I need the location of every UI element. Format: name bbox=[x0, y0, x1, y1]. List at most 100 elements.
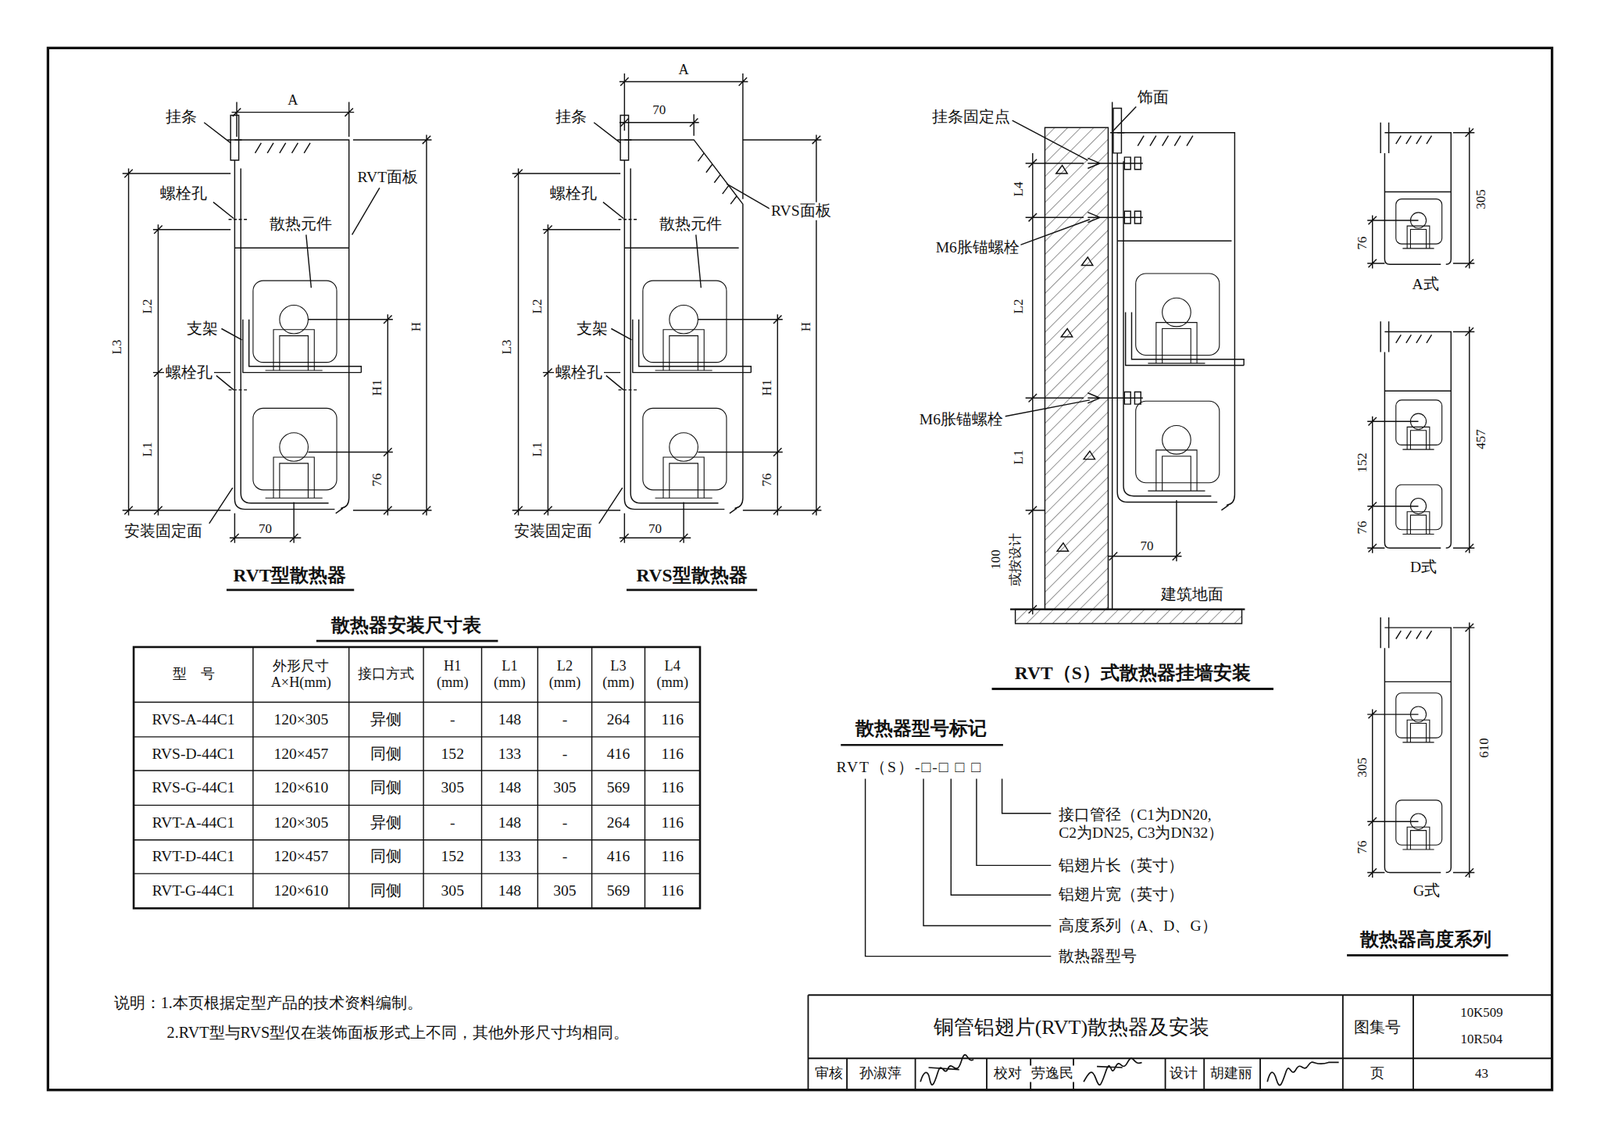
label-text: 152 bbox=[1354, 450, 1371, 474]
sheet-frame bbox=[47, 47, 1552, 1090]
label-text: 152 bbox=[439, 744, 466, 763]
label-text: 120×610 bbox=[271, 778, 330, 797]
finish-layer bbox=[1111, 102, 1113, 610]
label-text: 116 bbox=[659, 778, 686, 797]
label-text: 螺栓孔 bbox=[158, 185, 209, 204]
label-text: 螺栓孔 bbox=[553, 363, 604, 382]
label-text: 散热元件 bbox=[657, 215, 724, 234]
label-text: M6胀锚螺栓 bbox=[934, 239, 1022, 258]
label-text: 100 bbox=[988, 547, 1004, 571]
caption-text: RVT型散热器 bbox=[232, 564, 349, 586]
drawing bbox=[47, 47, 1552, 1090]
label-text: 支架 bbox=[575, 319, 610, 338]
notation-leader bbox=[865, 778, 1052, 956]
label-text: 116 bbox=[659, 847, 686, 866]
label-text: H bbox=[408, 320, 425, 333]
label-text: 116 bbox=[659, 813, 686, 832]
dim-line bbox=[1367, 215, 1418, 269]
label-text: 铝翅片宽（英寸） bbox=[1057, 885, 1186, 904]
fin-element bbox=[1396, 484, 1443, 534]
label-text: 建筑地面 bbox=[1159, 585, 1225, 604]
caption-text: 散热器高度系列 bbox=[1358, 928, 1493, 950]
label-text: 型 号 bbox=[171, 666, 217, 683]
rvt-panel bbox=[1117, 132, 1235, 511]
label-text: 569 bbox=[605, 882, 632, 900]
label-text: RVS-G-44C1 bbox=[150, 778, 236, 797]
dim-line bbox=[1107, 500, 1182, 561]
label-text: H1 (mm) bbox=[430, 657, 475, 691]
caption-underline bbox=[1346, 953, 1508, 957]
label-text: 152 bbox=[439, 847, 466, 866]
concrete-symbol bbox=[1056, 165, 1096, 552]
label-text: 同侧 bbox=[368, 847, 404, 866]
label-text: D式 bbox=[1408, 558, 1439, 577]
rvt-radiator bbox=[122, 115, 433, 543]
label-text: 2.RVT型与RVS型仅在装饰面板形式上不同，其他外形尺寸均相同。 bbox=[165, 1023, 632, 1042]
label-text: 416 bbox=[605, 744, 632, 763]
label-text: 70 bbox=[650, 102, 668, 118]
label-text: 接口管径（C1为DN20, C2为DN25, C3为DN32） bbox=[1057, 807, 1254, 843]
label-text: - bbox=[448, 813, 458, 832]
caption-underline bbox=[992, 687, 1274, 690]
label-text: 264 bbox=[605, 813, 632, 832]
fin-element bbox=[1396, 692, 1443, 743]
label-text: 同侧 bbox=[368, 744, 404, 763]
label-text: A bbox=[676, 62, 690, 79]
leader-line bbox=[1005, 106, 1137, 417]
dim-line bbox=[1367, 709, 1418, 878]
label-text: 挂条 bbox=[553, 108, 589, 127]
label-text: 外形尺寸 A×H(mm) bbox=[264, 657, 339, 691]
leader-line bbox=[352, 187, 380, 235]
radiator-body bbox=[1110, 107, 1244, 502]
label-text: 70 bbox=[646, 521, 664, 537]
label-text: 76 bbox=[759, 471, 775, 488]
label-text: 148 bbox=[496, 813, 523, 832]
label-text: L3 (mm) bbox=[596, 657, 640, 691]
label-text: 76 bbox=[1354, 839, 1371, 856]
label-text: 133 bbox=[496, 744, 523, 763]
label-text: L2 bbox=[140, 296, 157, 315]
label-text: 支架 bbox=[185, 319, 220, 338]
caption-text: RVT（S）式散热器挂墙安装 bbox=[1013, 663, 1253, 685]
label-text: - bbox=[560, 710, 570, 729]
label-text: 116 bbox=[659, 744, 686, 763]
radiator-outline bbox=[1380, 617, 1451, 872]
label-text: RVT-D-44C1 bbox=[150, 847, 236, 866]
label-text: 610 bbox=[1477, 736, 1493, 760]
label-text: - bbox=[560, 744, 570, 763]
caption-underline bbox=[626, 588, 758, 591]
label-text: M6胀锚螺栓 bbox=[917, 410, 1005, 429]
label-text: 305 bbox=[1474, 187, 1490, 211]
label-text: L2 bbox=[530, 296, 547, 315]
label-text: 70 bbox=[1139, 538, 1156, 554]
label-text: 说明：1.本页根据定型产品的技术资料编制。 bbox=[112, 993, 425, 1012]
label-text: 305 bbox=[439, 778, 466, 797]
label-text: 审核 bbox=[813, 1065, 845, 1083]
concrete-wall bbox=[1044, 127, 1108, 609]
label-text: 同侧 bbox=[368, 882, 404, 900]
caption-underline bbox=[316, 639, 498, 643]
dim-line bbox=[1453, 127, 1475, 268]
label-text: 120×305 bbox=[271, 710, 330, 729]
label-text: 264 bbox=[605, 710, 632, 729]
label-text: 高度系列（A、D、G） bbox=[1057, 916, 1218, 935]
signature bbox=[1267, 1061, 1339, 1085]
label-text: 页 bbox=[1368, 1065, 1386, 1083]
hatching bbox=[1396, 334, 1433, 343]
table-frame bbox=[133, 646, 700, 908]
label-text: L4 bbox=[1010, 179, 1027, 198]
label-text: G式 bbox=[1411, 882, 1442, 900]
label-text: - bbox=[448, 710, 458, 729]
label-text: 螺栓孔 bbox=[548, 185, 599, 204]
label-text: L1 (mm) bbox=[487, 657, 532, 691]
dim-line bbox=[619, 73, 749, 200]
label-text: 148 bbox=[496, 778, 523, 797]
label-text: H1 bbox=[369, 378, 386, 398]
label-text: RVS面板 bbox=[769, 202, 833, 221]
label-text: 133 bbox=[496, 847, 523, 866]
fin-element bbox=[1396, 800, 1443, 850]
signature bbox=[1083, 1057, 1142, 1085]
label-text: 305 bbox=[551, 778, 578, 797]
label-text: 同侧 bbox=[368, 778, 404, 797]
label-text: 接口方式 bbox=[356, 666, 416, 683]
